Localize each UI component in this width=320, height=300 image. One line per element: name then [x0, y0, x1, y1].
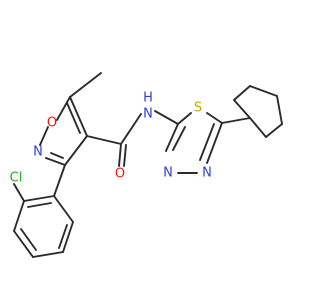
bond-c4-c5	[69, 96, 88, 137]
bond-cy-3	[276, 95, 283, 125]
bond-ph-3	[32, 251, 64, 258]
bond-cy-4	[249, 85, 278, 97]
structure-canvas: O N Cl O N H S N N	[10, 72, 283, 258]
carboxamide	[86, 110, 179, 167]
isoxazole-ring	[39, 96, 88, 166]
thiadiazole-ring	[165, 112, 223, 174]
bond-ph-2-double	[58, 224, 68, 249]
bond-c5-o1	[56, 96, 71, 121]
bond-c2-n3	[165, 123, 179, 152]
bond-n2-c3	[45, 157, 66, 166]
bond-cy-2	[265, 123, 283, 138]
cyclohexyl-ring	[221, 85, 283, 138]
bond-o1-n2	[39, 126, 49, 146]
bond-n4-c5	[206, 122, 223, 164]
bond-n4-c5-double	[199, 123, 215, 161]
bond-methyl	[69, 72, 102, 98]
bond-thiadiazole-cyclohexyl	[221, 117, 251, 124]
bond-ph-6-double	[27, 202, 52, 208]
bond-ph-1	[53, 195, 74, 223]
bond-c2-n3-double	[172, 126, 186, 151]
atom-label-ring-oxygen: O	[47, 116, 57, 131]
bond-s-c2	[177, 112, 192, 125]
atom-label-amide-nitrogen: N	[143, 107, 153, 122]
atom-label-ring-nitrogen: N	[33, 145, 43, 160]
bond-isoxazole-phenyl	[53, 164, 66, 197]
bond-ph-5	[13, 200, 25, 232]
bond-c5-s	[206, 112, 223, 124]
atom-label-carbonyl-oxygen: O	[115, 167, 125, 182]
atom-label-amide-hydrogen: H	[143, 91, 153, 106]
bond-c4-carbonyl	[86, 135, 122, 145]
bond-ph-4-double	[20, 228, 37, 251]
bond-ph-4	[13, 230, 34, 258]
bond-carbonyl-n	[120, 113, 142, 145]
bond-cy-1	[249, 117, 267, 138]
atom-label-sulfur: S	[194, 101, 202, 116]
bond-ph-2	[62, 221, 74, 253]
bond-n2-c3-double	[50, 152, 64, 159]
bond-carbonyl-o-double	[123, 144, 127, 167]
atom-label-thiadiazole-nitrogen-left: N	[163, 166, 173, 181]
bond-c3-c4	[64, 135, 88, 166]
chlorophenyl-ring	[13, 164, 74, 258]
molecule-diagram: O N Cl O N H S N N	[10, 72, 283, 258]
atom-label-thiadiazole-nitrogen-right: N	[202, 166, 212, 181]
bond-ph-6	[23, 195, 55, 202]
bond-c4-c5-double	[66, 102, 81, 134]
atom-label-chlorine: Cl	[10, 171, 23, 186]
bond-cy-5	[233, 85, 251, 101]
bond-n-thiadiazole	[154, 110, 179, 125]
bond-carbonyl-o	[118, 143, 122, 167]
bond-c-cl	[13, 183, 25, 202]
bond-cy-6	[233, 99, 251, 119]
